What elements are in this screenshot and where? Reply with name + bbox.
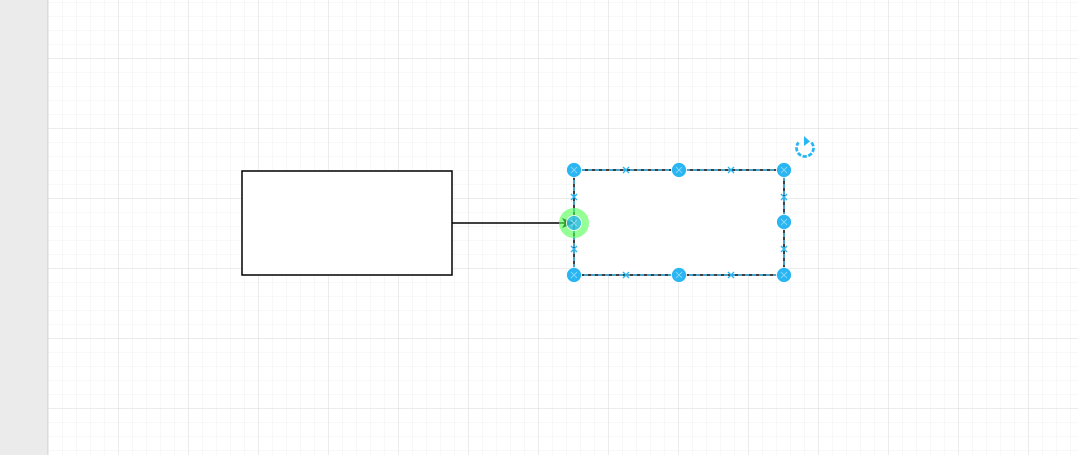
connection-point-bottom-left[interactable] bbox=[622, 271, 630, 279]
connection-point-left-top[interactable] bbox=[570, 193, 578, 201]
connection-point-left-bottom[interactable] bbox=[570, 245, 578, 253]
connection-point-bottom-right[interactable] bbox=[727, 271, 735, 279]
handle-inner-marks bbox=[570, 166, 788, 279]
connection-point-right-bottom[interactable] bbox=[780, 245, 788, 253]
connection-point-top-right[interactable] bbox=[727, 166, 735, 174]
canvas-svg[interactable] bbox=[48, 0, 1078, 455]
connection-point-top-left[interactable] bbox=[622, 166, 630, 174]
drawing-canvas[interactable] bbox=[48, 0, 1078, 455]
target-rectangle[interactable] bbox=[573, 169, 785, 276]
source-rectangle[interactable] bbox=[241, 170, 453, 276]
rotate-icon[interactable] bbox=[795, 136, 815, 158]
sidebar-collapsed-strip[interactable] bbox=[0, 0, 48, 455]
connection-point-right-top[interactable] bbox=[780, 193, 788, 201]
connection-points bbox=[570, 166, 788, 279]
